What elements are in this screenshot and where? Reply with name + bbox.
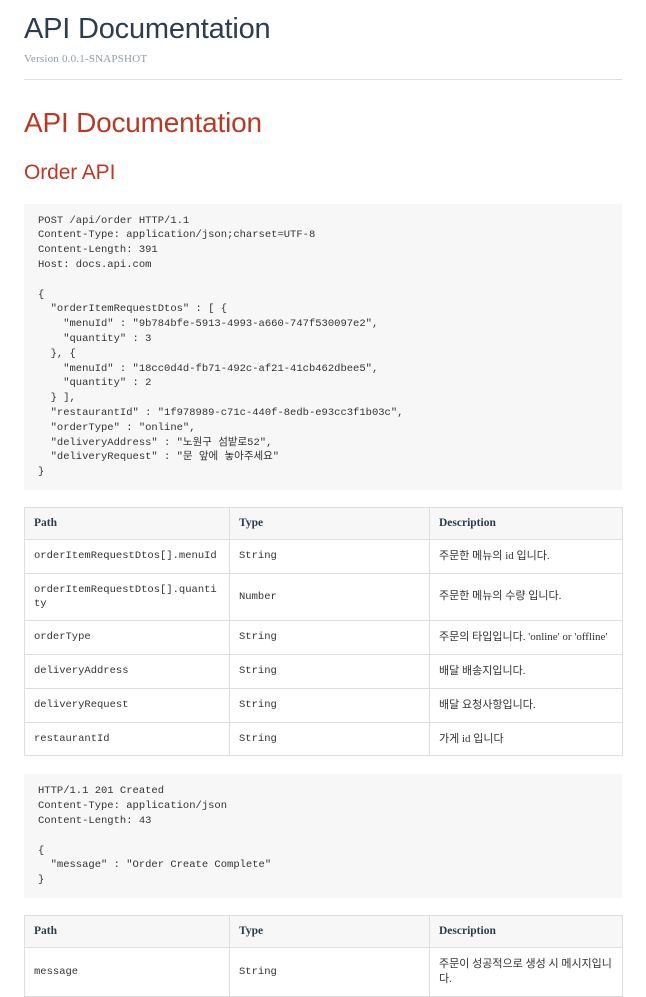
cell-type: String	[229, 946, 430, 997]
response-fields-table: Path Type Description message String 주문이…	[24, 915, 623, 997]
http-response-code-block: HTTP/1.1 201 Created Content-Type: appli…	[24, 774, 622, 898]
cell-type: Number	[229, 572, 430, 622]
cell-description: 배달 배송지입니다.	[429, 653, 623, 689]
cell-type: String	[229, 653, 430, 689]
version-label: Version 0.0.1-SNAPSHOT	[24, 52, 148, 65]
cell-path: deliveryRequest	[24, 687, 230, 723]
cell-path: restaurantId	[24, 721, 230, 757]
table-row: deliveryRequest String 배달 요청사항입니다.	[24, 687, 623, 723]
table-row: deliveryAddress String 배달 배송지입니다.	[24, 653, 623, 689]
table-row: orderItemRequestDtos[].menuId String 주문한…	[24, 538, 623, 574]
cell-path: message	[24, 946, 230, 997]
cell-description: 주문한 메뉴의 id 입니다.	[429, 538, 623, 574]
cell-type: String	[229, 721, 430, 757]
http-request-code-block: POST /api/order HTTP/1.1 Content-Type: a…	[24, 203, 622, 490]
page-title: API Documentation	[24, 13, 271, 45]
cell-description: 주문의 타입입니다. 'online' or 'offline'	[429, 620, 623, 655]
cell-description: 가게 id 입니다	[429, 721, 623, 757]
cell-description: 주문이 성공적으로 생성 시 메시지입니다.	[429, 946, 623, 997]
cell-type: String	[229, 687, 430, 723]
column-header-description: Description	[429, 915, 623, 948]
column-header-path: Path	[24, 915, 230, 948]
table-row: orderType String 주문의 타입입니다. 'online' or …	[24, 620, 623, 655]
cell-path: orderItemRequestDtos[].quantity	[24, 572, 230, 622]
column-header-type: Type	[229, 506, 430, 540]
table-row: orderItemRequestDtos[].quantity Number 주…	[24, 572, 623, 622]
column-header-path: Path	[24, 506, 230, 540]
table-row: message String 주문이 성공적으로 생성 시 메시지입니다.	[24, 946, 623, 997]
table-header-row: Path Type Description	[24, 915, 623, 948]
cell-path: orderItemRequestDtos[].menuId	[24, 538, 230, 574]
section-heading-order-api: Order API	[24, 161, 116, 185]
document-header: API Documentation Version 0.0.1-SNAPSHOT	[24, 0, 622, 80]
cell-type: String	[229, 620, 430, 655]
cell-path: orderType	[24, 620, 230, 655]
table-row: restaurantId String 가게 id 입니다	[24, 721, 623, 757]
http-request-code: POST /api/order HTTP/1.1 Content-Type: a…	[38, 214, 404, 479]
column-header-type: Type	[229, 915, 430, 948]
request-fields-table: Path Type Description orderItemRequestDt…	[24, 506, 623, 757]
cell-description: 배달 요청사항입니다.	[429, 687, 623, 723]
section-heading-api-documentation: API Documentation	[24, 106, 262, 138]
cell-description: 주문한 메뉴의 수량 입니다.	[429, 572, 623, 622]
cell-type: String	[229, 538, 430, 574]
http-response-code: HTTP/1.1 201 Created Content-Type: appli…	[38, 785, 272, 887]
column-header-description: Description	[429, 506, 623, 540]
cell-path: deliveryAddress	[24, 653, 230, 689]
table-header-row: Path Type Description	[24, 506, 623, 540]
